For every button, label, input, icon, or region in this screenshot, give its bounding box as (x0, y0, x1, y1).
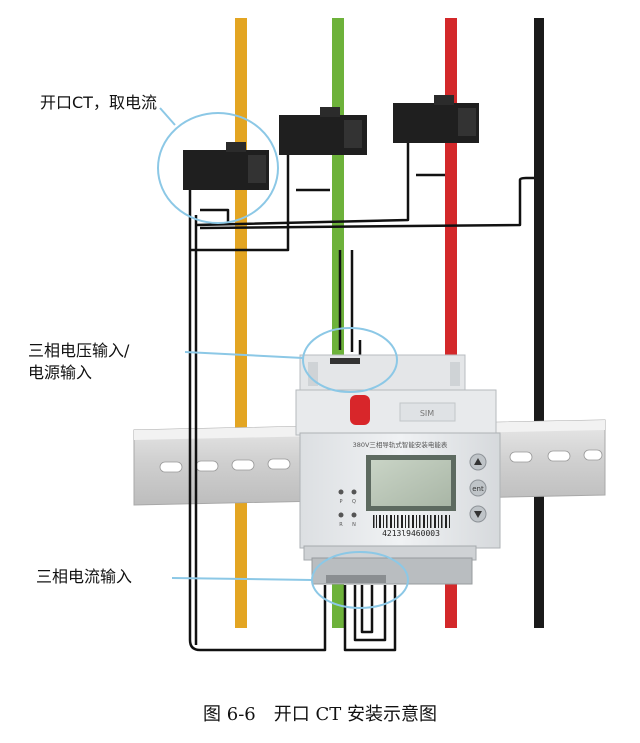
label-voltage-input-1: 三相电压输入/ (28, 341, 130, 360)
meter-brand-tag: SIM (420, 409, 434, 418)
phase-a-conductor (235, 18, 247, 628)
status-led-3 (338, 512, 344, 518)
status-led-1 (338, 489, 344, 495)
meter-model-text: 380V三相导轨式智能安装电能表 (353, 440, 448, 449)
energy-meter: SIM 380V三相导轨式智能安装电能表 ent P Q R N (295, 354, 501, 585)
figure-caption: 图 6-6 开口 CT 安装示意图 (203, 704, 437, 725)
status-led-2 (351, 489, 357, 495)
ct-phase-c (393, 95, 479, 143)
neutral-conductor (534, 18, 544, 628)
led-label-4: N (352, 522, 356, 528)
barcode (373, 515, 450, 528)
ct-phase-b (279, 107, 367, 155)
label-current-input: 三相电流输入 (36, 567, 133, 586)
wiring (188, 140, 534, 652)
label-ct-open: 开口CT，取电流 (40, 93, 157, 112)
label-voltage-input-2: 电源输入 (28, 363, 93, 382)
status-led-4 (351, 512, 357, 518)
indicator-red (350, 395, 370, 425)
led-label-2: Q (352, 499, 356, 505)
callouts (157, 107, 409, 609)
set-button[interactable] (469, 479, 487, 497)
svg-text:ent: ent (472, 485, 484, 493)
ct-phase-a (183, 142, 269, 190)
led-label-3: R (339, 522, 343, 528)
meter-serial: 4213l9460003 (382, 529, 440, 538)
led-label-1: P (339, 499, 342, 505)
